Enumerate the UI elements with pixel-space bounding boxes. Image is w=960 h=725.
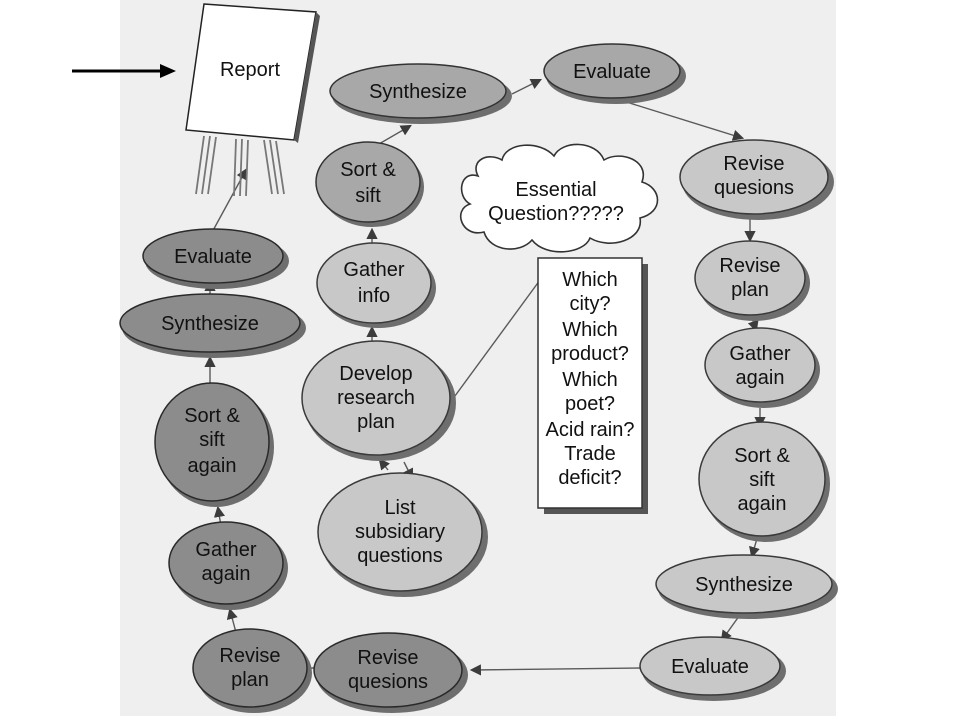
list-line-3: questions — [357, 545, 443, 567]
example-line-8: Trade — [564, 443, 616, 465]
right-synthesize-label: Synthesize — [695, 574, 793, 596]
list-line-1: List — [384, 497, 416, 519]
left-sort-line-1: Sort & — [184, 405, 240, 427]
essential-question-cloud: Essential Question????? — [459, 143, 659, 253]
right-gather-again-line-1: Gather — [729, 343, 790, 365]
example-line-5: Which — [562, 369, 618, 391]
examples-box: Which city? Which product? Which poet? A… — [537, 257, 648, 514]
mid-gather-info-line-1: Gather — [343, 259, 404, 281]
bottom-revise-questions-line-1: Revise — [357, 647, 418, 669]
left-synthesize-label: Synthesize — [161, 313, 259, 335]
develop-line-3: plan — [357, 411, 395, 433]
left-revise-plan-line-1: Revise — [219, 645, 280, 667]
bottom-revise-questions-line-2: quesions — [348, 671, 428, 693]
connectors — [204, 78, 766, 676]
essential-question-line-1: Essential — [515, 179, 596, 201]
node-mid-synthesize: Synthesize — [329, 63, 512, 124]
left-evaluate-label: Evaluate — [174, 246, 252, 268]
node-right-sort-sift-again: Sort & sift again — [698, 421, 830, 542]
mid-gather-info-line-2: info — [358, 285, 390, 307]
edge-develop-to-examples — [451, 279, 541, 401]
node-mid-sort-sift: Sort & sift — [315, 141, 424, 227]
report-label: Report — [220, 59, 280, 81]
essential-question-line-2: Question????? — [488, 203, 624, 225]
node-right-gather-again: Gather again — [704, 327, 820, 408]
node-right-revise-questions: Revise quesions — [679, 139, 834, 220]
node-bottom-revise-questions: Revise quesions — [313, 632, 468, 713]
edge-top-evaluate-to-revise-questions — [619, 99, 745, 141]
example-line-7: Acid rain? — [546, 419, 635, 441]
node-left-synthesize: Synthesize — [119, 293, 306, 358]
left-sort-line-3: again — [188, 455, 237, 477]
mid-synthesize-label: Synthesize — [369, 81, 467, 103]
node-develop-research-plan: Develop research plan — [301, 340, 456, 461]
node-left-revise-plan: Revise plan — [192, 628, 312, 713]
right-revise-plan-line-1: Revise — [719, 255, 780, 277]
left-revise-plan-line-2: plan — [231, 669, 269, 691]
edge-bottom-evaluate-to-revise-questions — [469, 664, 643, 676]
example-line-6: poet? — [565, 393, 615, 415]
node-left-evaluate: Evaluate — [142, 228, 289, 289]
right-revise-questions-line-2: quesions — [714, 177, 794, 199]
right-gather-again-line-2: again — [736, 367, 785, 389]
left-sort-line-2: sift — [199, 429, 225, 451]
node-right-synthesize: Synthesize — [655, 554, 838, 619]
node-bottom-evaluate: Evaluate — [639, 636, 786, 701]
edge-mid-synthesize-to-evaluate — [511, 78, 543, 95]
bottom-evaluate-label: Evaluate — [671, 656, 749, 678]
report-flipchart: Report — [185, 3, 320, 197]
node-right-revise-plan: Revise plan — [694, 240, 810, 321]
node-left-gather-again: Gather again — [168, 521, 288, 610]
develop-line-2: research — [337, 387, 415, 409]
node-list-subsidiary-questions: List subsidiary questions — [317, 472, 488, 597]
node-mid-gather-info: Gather info — [316, 242, 436, 328]
list-line-2: subsidiary — [355, 521, 445, 543]
top-evaluate-label: Evaluate — [573, 61, 651, 83]
example-line-2: city? — [569, 293, 610, 315]
edge-list-to-develop — [378, 458, 390, 471]
report-legs — [195, 135, 285, 197]
example-line-4: product? — [551, 343, 629, 365]
develop-line-1: Develop — [339, 363, 412, 385]
left-gather-again-line-1: Gather — [195, 539, 256, 561]
report-sheet-edge — [294, 12, 320, 143]
node-left-sort-sift-again: Sort & sift again — [154, 382, 274, 507]
example-line-3: Which — [562, 319, 618, 341]
node-top-evaluate: Evaluate — [543, 43, 686, 104]
right-sort-line-1: Sort & — [734, 445, 790, 467]
right-revise-plan-line-2: plan — [731, 279, 769, 301]
left-gather-again-line-2: again — [202, 563, 251, 585]
right-revise-questions-line-1: Revise — [723, 153, 784, 175]
right-sort-line-3: again — [738, 493, 787, 515]
mid-sort-sift-line-2: sift — [355, 185, 381, 207]
pointer-arrow — [72, 64, 176, 78]
example-line-9: deficit? — [558, 467, 621, 489]
example-line-1: Which — [562, 269, 618, 291]
right-sort-line-2: sift — [749, 469, 775, 491]
mid-sort-sift-line-1: Sort & — [340, 159, 396, 181]
